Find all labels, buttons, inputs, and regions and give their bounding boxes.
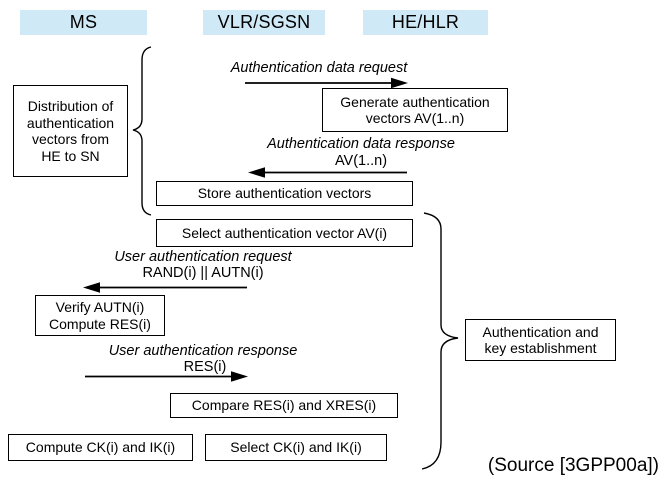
entity-header-ms: MS [20, 10, 147, 35]
action-box-compare-res: Compare RES(i) and XRES(i) [170, 393, 398, 418]
entity-header-vlr-sgsn: VLR/SGSN [203, 10, 325, 35]
source-citation: (Source [3GPP00a]) [487, 455, 659, 476]
auth-data-request-arrowhead-right-icon [391, 77, 408, 89]
action-box-compute-ck-ik: Compute CK(i) and IK(i) [8, 434, 193, 461]
phase-box-distribution: Distribution of authentication vectors f… [13, 85, 128, 177]
phase-box-auth-key-establishment: Authentication and key establishment [465, 319, 616, 361]
message-label-user-auth-response: User authentication response [108, 343, 298, 359]
message-param-res: RES(i) [183, 359, 227, 375]
entity-label-vlr-sgsn: VLR/SGSN [217, 12, 311, 32]
action-box-generate-av: Generate authentication vectors AV(1..n) [322, 88, 508, 132]
user-auth-request-arrowhead-left-icon [83, 282, 100, 293]
message-label-auth-data-response: Authentication data response [267, 136, 455, 152]
action-box-store-av: Store authentication vectors [156, 181, 413, 206]
entity-label-he-hlr: HE/HLR [391, 12, 460, 32]
action-box-select-av: Select authentication vector AV(i) [156, 219, 413, 247]
right-brace-icon [421, 212, 459, 470]
action-box-verify-autn: Verify AUTN(i) Compute RES(i) [35, 295, 165, 336]
message-param-av-1-n: AV(1..n) [334, 153, 388, 169]
action-box-select-ck-ik: Select CK(i) and IK(i) [205, 434, 387, 461]
left-brace-icon [132, 46, 152, 216]
entity-header-he-hlr: HE/HLR [363, 10, 488, 35]
entity-label-ms: MS [69, 12, 98, 32]
message-label-auth-data-request: Authentication data request [230, 60, 408, 76]
message-param-rand-autn: RAND(i) || AUTN(i) [142, 265, 264, 281]
message-label-user-auth-request: User authentication request [114, 249, 292, 265]
